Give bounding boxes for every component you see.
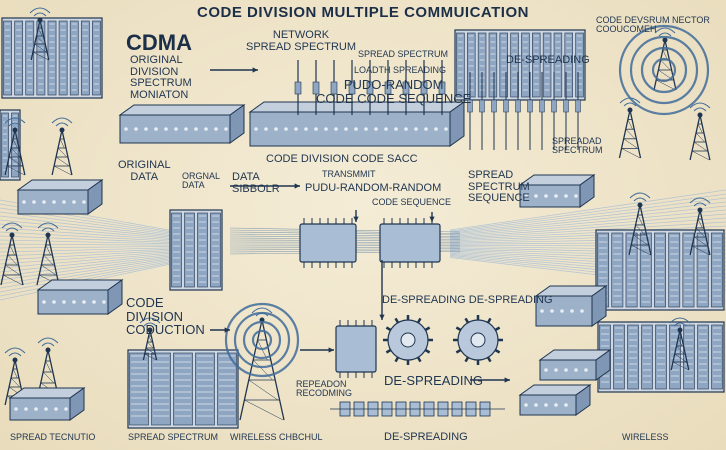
antenna-tower-icon (51, 117, 73, 176)
router-box-icon (518, 174, 596, 208)
antenna-tower-icon (669, 317, 691, 371)
antenna-probes (294, 60, 581, 150)
chip-icon (379, 218, 441, 268)
server-rack-icon (597, 321, 725, 393)
label-de-spreading-top: DE-SPREADING (506, 54, 590, 66)
server-rack-icon (0, 109, 21, 181)
label-repeadon-recodming: REPEADON RECODMING (296, 379, 352, 399)
label-loadth-spreading: LOADTH SPREADING (354, 65, 447, 75)
label-spread-spectrum-bottom: SPREAD SPECTRUM (128, 432, 219, 442)
label-de-spreading-bottom: DE-SPREADING (384, 431, 468, 443)
antenna-tower-icon (689, 197, 711, 256)
server-rack-icon (1, 17, 103, 99)
label-top-right: CODE DEVSRUM NECTOR COOUCOMEH (596, 15, 710, 35)
antenna-tower-icon (0, 222, 24, 286)
connector-row (330, 401, 505, 417)
antenna-tower-icon (29, 7, 51, 61)
label-code-sequence: CODE SEQUENCE (372, 197, 452, 207)
router-box-icon (534, 285, 608, 327)
router-box-icon (118, 104, 246, 144)
antenna-tower-icon (139, 317, 161, 361)
server-rack-icon (454, 29, 586, 101)
antenna-tower-icon (689, 102, 711, 161)
chip-icon (299, 218, 357, 268)
server-rack-icon (127, 349, 239, 429)
server-rack-icon (169, 209, 223, 291)
antenna-tower-icon (4, 117, 26, 176)
label-wireless-chbchul: WIRELESS CHBCHUL (230, 432, 323, 442)
label-original-division: ORIGINAL DIVISION SPECTRUM MONIATON (130, 54, 192, 101)
gear-icon (453, 315, 503, 365)
label-pseudo-random-top: PUDO-RANDOM CODE CODE SEQUENCE (316, 77, 472, 106)
router-box-icon (16, 179, 104, 215)
radio-wave-icon (618, 24, 710, 116)
gear-icon (383, 315, 433, 365)
label-code-division-coduction: CODE DIVISION CODUCTION (126, 295, 205, 338)
label-original-data: ORIGINAL DATA (118, 159, 171, 183)
label-wireless: WIRELESS (622, 432, 669, 442)
label-orignal-data: ORGNAL DATA (182, 171, 221, 191)
chip-icon (335, 320, 377, 378)
label-data-sibbolr: DATA SIBBOLR (232, 171, 280, 195)
label-spread-spectrum-sequence: SPREAD SPECTRUM SEQUENCE (468, 169, 530, 205)
server-rack-icon (595, 229, 725, 311)
label-network-spread: NETWORK SPREAD SPECTRUM (246, 29, 357, 53)
antenna-tower-icon (618, 97, 642, 159)
label-de-spreading-pair: DE-SPREADING DE-SPREADING (382, 294, 553, 306)
label-spread-spectrum-top: SPREAD SPECTRUM (358, 49, 449, 59)
diagram-title: CODE DIVISION MULTIPLE COMMUICATION (197, 4, 529, 21)
router-box-icon (36, 279, 124, 315)
label-pudu-random: PUDU-RANDOM-RANDOM (305, 182, 442, 194)
signal-beams (0, 189, 726, 301)
cdma-label: CDMA (126, 30, 192, 55)
label-transmit: TRANSMMIT (322, 169, 376, 179)
router-box-icon (248, 101, 466, 147)
router-box-icon (538, 349, 612, 381)
label-de-spreading-mid: DE-SPREADING (384, 373, 483, 388)
label-code-division-code: CODE DIVISION CODE SACC (266, 153, 418, 165)
router-box-icon (518, 384, 592, 416)
antenna-tower-icon (239, 307, 285, 421)
flow-arrows (210, 67, 510, 383)
radio-wave-icon (224, 302, 300, 378)
label-spreadad-spectrum: SPREADAD SPECTRUM (552, 136, 603, 156)
router-box-icon (8, 387, 86, 421)
antenna-tower-icon (628, 192, 652, 256)
label-spread-tecnutio: SPREAD TECNUTIO (10, 432, 96, 442)
antenna-tower-icon (36, 222, 60, 286)
